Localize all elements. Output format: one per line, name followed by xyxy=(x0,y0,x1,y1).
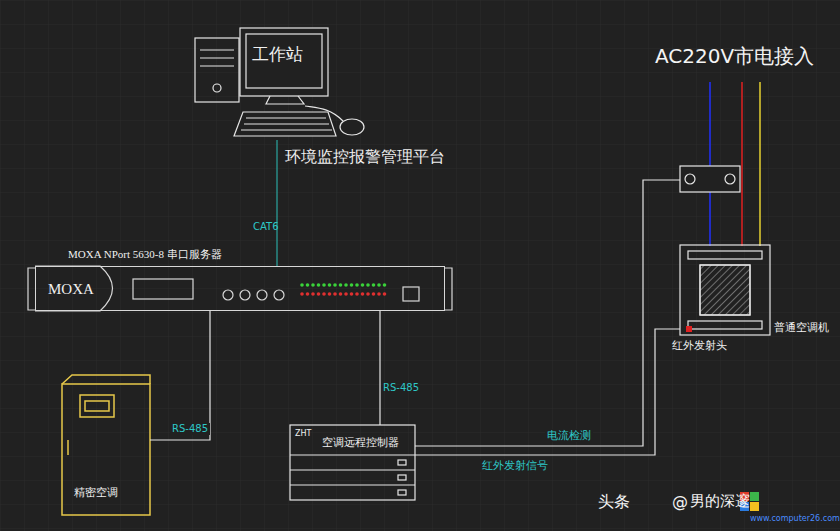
node-text: MOXA xyxy=(48,280,94,298)
edge-label: RS-485 xyxy=(383,382,419,394)
status-led xyxy=(322,283,326,287)
status-led xyxy=(300,283,304,287)
watermark: 男的深邃 xyxy=(690,492,750,510)
status-led xyxy=(333,292,337,296)
status-led xyxy=(361,283,365,287)
status-led xyxy=(366,292,370,296)
node-title: MOXA NPort 5630-8 串口服务器 xyxy=(68,248,222,261)
node-title: 精密空调 xyxy=(74,486,118,499)
status-led xyxy=(344,292,348,296)
status-led xyxy=(350,292,354,296)
annotation: AC220V市电接入 xyxy=(655,44,814,68)
status-led xyxy=(311,292,315,296)
signal-line xyxy=(379,311,380,425)
status-led xyxy=(372,292,376,296)
device-box: 工作站环境监控报警管理平台 xyxy=(190,25,451,140)
device-box: ZHT 空调远程控制器 xyxy=(290,425,415,500)
annotation: 电流检测 xyxy=(545,429,593,442)
status-led xyxy=(317,292,321,296)
status-led xyxy=(300,292,304,296)
node-text: 空调远程控制器 xyxy=(322,436,399,449)
status-led xyxy=(350,283,354,287)
status-led xyxy=(328,292,332,296)
device-box: 精密空调 xyxy=(62,375,150,515)
device-box: 普通空调机 xyxy=(680,245,770,335)
status-led xyxy=(355,292,359,296)
node-text: 环境监控报警管理平台 xyxy=(285,147,445,166)
status-led xyxy=(383,283,387,287)
watermark: 头条 xyxy=(598,492,630,511)
node-title: 工作站 xyxy=(252,44,303,64)
edge-label: CAT6 xyxy=(253,221,279,233)
signal-line xyxy=(415,329,680,455)
status-led xyxy=(317,283,321,287)
annotation: 红外发射头 xyxy=(672,339,727,352)
status-led xyxy=(306,292,310,296)
status-led xyxy=(344,283,348,287)
signal-line xyxy=(150,311,210,440)
node-title: ZHT xyxy=(295,429,311,439)
status-led xyxy=(333,283,337,287)
status-led xyxy=(355,283,359,287)
status-led xyxy=(328,283,332,287)
status-led xyxy=(372,283,376,287)
signal-line xyxy=(276,140,277,266)
status-led xyxy=(311,283,315,287)
status-led xyxy=(306,283,310,287)
device-box: MOXA NPort 5630-8 串口服务器MOXA xyxy=(35,266,445,311)
status-led xyxy=(339,292,343,296)
status-led xyxy=(383,292,387,296)
status-led xyxy=(377,283,381,287)
edge-label: RS-485 xyxy=(170,423,210,435)
node-title: 普通空调机 xyxy=(774,321,829,334)
status-led xyxy=(377,292,381,296)
status-led xyxy=(366,283,370,287)
status-led xyxy=(322,292,326,296)
watermark: @ xyxy=(672,492,688,511)
status-led xyxy=(361,292,365,296)
edge-label: 红外发射信号 xyxy=(480,459,550,472)
watermark-url: www.computer26.com xyxy=(750,514,840,524)
status-led xyxy=(339,283,343,287)
